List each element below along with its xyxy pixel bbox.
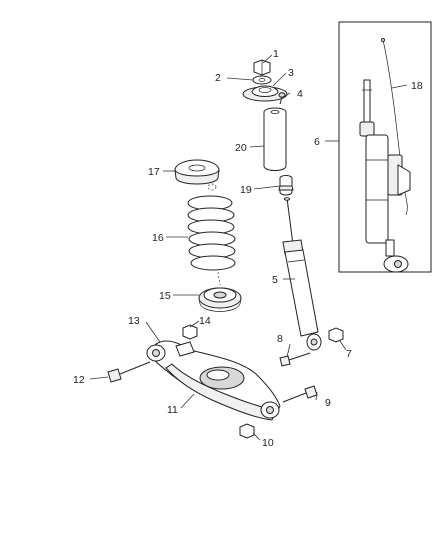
shock-absorber bbox=[282, 197, 322, 351]
callout-7: 7 bbox=[346, 348, 352, 360]
arm-nut-rear bbox=[239, 423, 255, 439]
lower-spring-seat bbox=[198, 287, 242, 312]
arm-bolt-rear bbox=[282, 385, 318, 403]
callout-12: 12 bbox=[73, 374, 85, 386]
arm-bolt-front bbox=[107, 361, 151, 383]
leader-lines bbox=[89, 54, 408, 441]
spring-isolator bbox=[174, 159, 220, 185]
callout-13: 13 bbox=[128, 315, 140, 327]
callout-9: 9 bbox=[325, 397, 331, 409]
top-mount-nut bbox=[253, 59, 271, 76]
top-mount-washer bbox=[252, 75, 272, 85]
callout-11: 11 bbox=[167, 404, 178, 416]
callout-19: 19 bbox=[240, 184, 252, 196]
inset-box bbox=[338, 21, 432, 273]
callout-4: 4 bbox=[297, 88, 303, 100]
callout-10: 10 bbox=[262, 437, 274, 449]
callout-18: 18 bbox=[411, 80, 423, 92]
callout-3: 3 bbox=[288, 67, 294, 79]
callout-2: 2 bbox=[215, 72, 221, 84]
callout-6: 6 bbox=[314, 136, 320, 148]
callout-16: 16 bbox=[152, 232, 164, 244]
upper-mount bbox=[242, 85, 288, 102]
lower-control-arm bbox=[146, 340, 281, 421]
callout-labels: 1 2 3 4 5 6 7 8 9 10 11 12 13 14 15 16 1… bbox=[73, 48, 423, 449]
inset-shock-absorber bbox=[359, 38, 411, 273]
coil-spring bbox=[187, 183, 236, 286]
callout-14: 14 bbox=[199, 315, 211, 327]
mount-bolt bbox=[278, 92, 286, 105]
callout-8: 8 bbox=[277, 333, 283, 345]
callout-5: 5 bbox=[272, 274, 278, 286]
jounce-bumper bbox=[278, 175, 294, 196]
dust-boot bbox=[263, 107, 287, 171]
shock-nut bbox=[328, 327, 344, 343]
callout-15: 15 bbox=[159, 290, 171, 302]
arm-nut bbox=[182, 324, 198, 340]
shock-bolt bbox=[279, 352, 311, 367]
callout-17: 17 bbox=[148, 166, 160, 178]
callout-20: 20 bbox=[235, 142, 247, 154]
callout-1: 1 bbox=[273, 48, 279, 60]
